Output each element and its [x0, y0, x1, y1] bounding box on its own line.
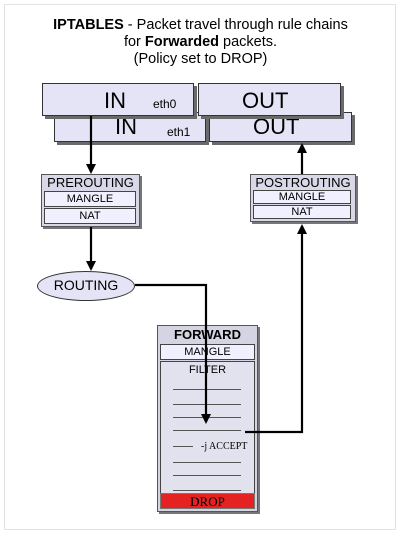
forward-mangle-table: MANGLE	[160, 344, 255, 360]
out-eth1-box: OUT	[209, 112, 352, 142]
prerouting-nat-table: NAT	[44, 208, 136, 224]
forward-filter-label: FILTER	[188, 364, 227, 376]
postrouting-mangle-table: MANGLE	[253, 190, 351, 204]
accept-rule: -j ACCEPT	[201, 441, 248, 452]
diagram-frame	[4, 4, 396, 530]
out-eth1-label: OUT	[253, 114, 300, 139]
forward-title: FORWARD	[174, 327, 241, 342]
routing-node: ROUTING	[37, 271, 135, 301]
eth0-label: eth0	[153, 97, 177, 111]
out-eth0-box: OUT	[198, 83, 341, 116]
filter-rule-line	[173, 430, 241, 431]
out-eth0-label: OUT	[242, 88, 289, 113]
prerouting-mangle-table: MANGLE	[44, 191, 136, 207]
in-eth1-box: IN eth1	[54, 112, 206, 142]
arrow-routing-to-forward	[135, 283, 211, 424]
filter-rule-line	[173, 446, 193, 447]
filter-rule-line	[173, 490, 241, 491]
in-eth0-label: IN	[104, 88, 126, 113]
eth1-label: eth1	[167, 125, 191, 139]
filter-rule-line	[173, 462, 241, 463]
prerouting-chain: PREROUTING MANGLE NAT	[41, 174, 140, 227]
postrouting-title: POSTROUTING	[255, 175, 351, 190]
arrow-forward-to-postrouting	[245, 224, 307, 434]
forward-chain: FORWARD MANGLE FILTER -j ACCEPT DROP	[157, 325, 258, 512]
diagram-title-line1: IPTABLES - Packet travel through rule ch…	[53, 17, 348, 33]
prerouting-title: PREROUTING	[47, 175, 134, 190]
diagram-title-line3: (Policy set to DROP)	[133, 51, 268, 67]
in-eth1-label: IN	[115, 114, 137, 139]
filter-rule-line	[173, 475, 241, 476]
diagram-title-line2: for Forwarded packets.	[123, 34, 278, 50]
postrouting-chain: POSTROUTING MANGLE NAT	[250, 174, 356, 222]
drop-policy: DROP	[160, 493, 255, 509]
postrouting-nat-table: NAT	[253, 205, 351, 219]
in-eth0-box: IN eth0	[42, 83, 194, 116]
